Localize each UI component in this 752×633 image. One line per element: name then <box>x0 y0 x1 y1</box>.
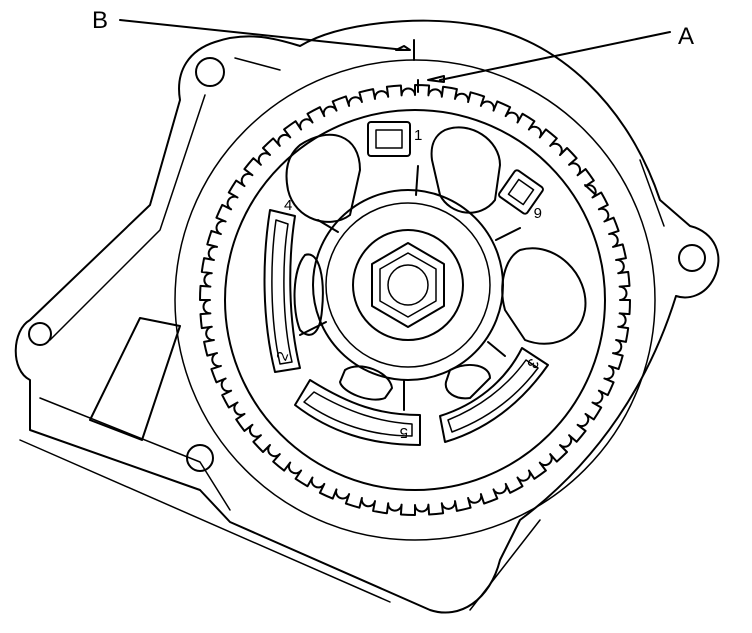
leader-line-a <box>439 31 671 81</box>
segment-number-1: 1 <box>414 127 422 144</box>
mounting-boss-right <box>678 244 706 272</box>
segment-number-4: 4 <box>284 197 292 214</box>
timing-segment-5 <box>294 379 421 446</box>
timing-segment-1 <box>367 121 411 157</box>
mounting-boss-left <box>28 322 52 346</box>
toothed-reluctor-ring <box>199 84 631 516</box>
center-hub <box>312 189 504 381</box>
segment-number-5: 5 <box>400 424 408 441</box>
segment-number-3: 3 <box>523 356 542 372</box>
segment-number-6: 6 <box>534 204 542 221</box>
timing-segment-3 <box>439 347 549 443</box>
housing <box>14 19 720 614</box>
callout-label-b: B <box>92 7 108 34</box>
timing-segment-4-2 <box>263 209 301 373</box>
housing-pad <box>89 317 181 441</box>
timing-segment-6 <box>498 169 544 215</box>
spoke-windows <box>285 126 587 401</box>
wheel-inner-rim <box>224 109 606 491</box>
mounting-boss-bottom <box>186 444 214 472</box>
mounting-boss-top-left <box>195 57 225 87</box>
callout-label-a: A <box>678 23 694 50</box>
leader-line-b <box>119 19 406 51</box>
